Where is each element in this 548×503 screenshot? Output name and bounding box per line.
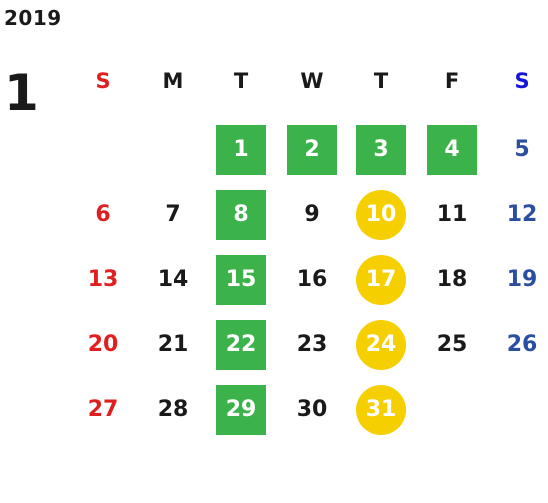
day-cell-25[interactable]: 25 [436,332,468,357]
weekday-header-sunday: S [95,68,111,93]
day-cell-19[interactable]: 19 [506,267,538,292]
day-cell-4[interactable]: 4 [427,125,477,175]
day-cell-6[interactable]: 6 [95,202,111,227]
day-cell-15[interactable]: 15 [216,255,266,305]
day-cell-9[interactable]: 9 [304,202,320,227]
day-cell-3[interactable]: 3 [356,125,406,175]
day-cell-28[interactable]: 28 [157,397,189,422]
day-cell-2[interactable]: 2 [287,125,337,175]
day-cell-14[interactable]: 14 [157,267,189,292]
day-cell-26[interactable]: 26 [506,332,538,357]
day-cell-10[interactable]: 10 [356,190,406,240]
year-label: 2019 [4,6,62,30]
weekday-header-thursday: T [373,68,389,93]
day-cell-22[interactable]: 22 [216,320,266,370]
day-cell-27[interactable]: 27 [87,397,119,422]
day-cell-13[interactable]: 13 [87,267,119,292]
day-cell-1[interactable]: 1 [216,125,266,175]
month-number: 1 [4,64,39,122]
day-cell-8[interactable]: 8 [216,190,266,240]
day-cell-21[interactable]: 21 [157,332,189,357]
day-cell-12[interactable]: 12 [506,202,538,227]
weekday-header-friday: F [444,68,460,93]
day-cell-11[interactable]: 11 [436,202,468,227]
day-cell-17[interactable]: 17 [356,255,406,305]
day-cell-5[interactable]: 5 [514,137,530,162]
day-cell-23[interactable]: 23 [296,332,328,357]
day-cell-31[interactable]: 31 [356,385,406,435]
weekday-header-saturday: S [514,68,530,93]
weekday-header-monday: M [162,68,184,93]
weekday-header-wednesday: W [300,68,324,93]
day-cell-20[interactable]: 20 [87,332,119,357]
day-cell-30[interactable]: 30 [296,397,328,422]
day-cell-29[interactable]: 29 [216,385,266,435]
day-cell-7[interactable]: 7 [165,202,181,227]
day-cell-24[interactable]: 24 [356,320,406,370]
day-cell-18[interactable]: 18 [436,267,468,292]
day-cell-16[interactable]: 16 [296,267,328,292]
weekday-header-tuesday: T [233,68,249,93]
